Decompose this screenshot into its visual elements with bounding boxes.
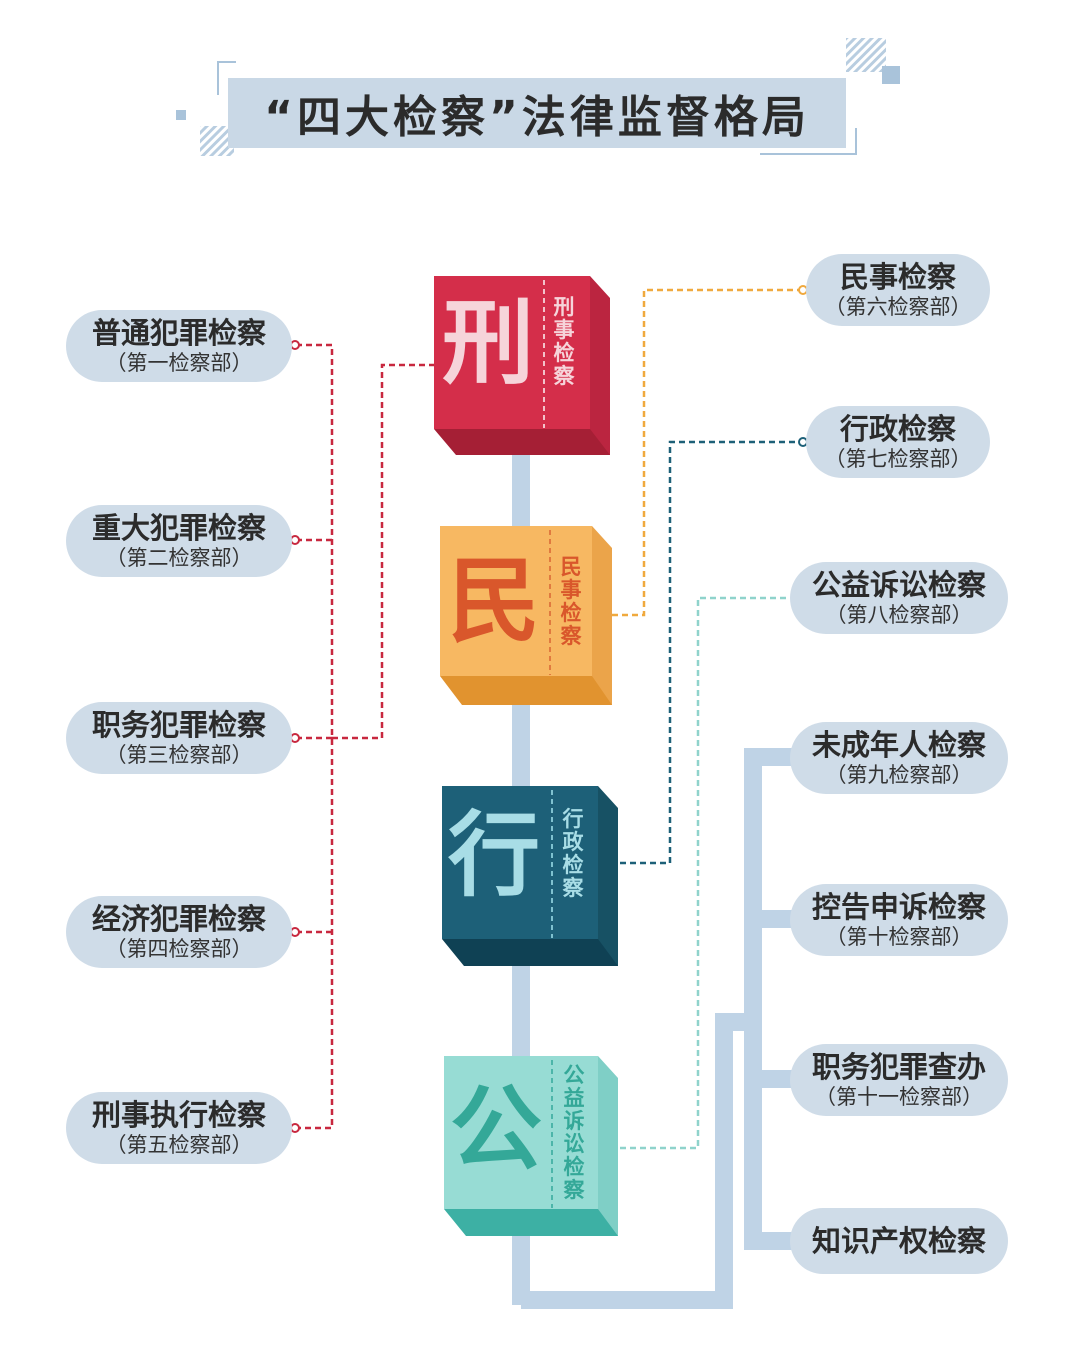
left-item-dept: （第二检察部） bbox=[105, 545, 253, 570]
left-item-title: 职务犯罪检察 bbox=[91, 707, 266, 742]
right-item-title: 知识产权检察 bbox=[811, 1224, 986, 1258]
left-item-5: 刑事执行检察 （第五检察部） bbox=[66, 1092, 292, 1164]
left-item-1: 普通犯罪检察 （第一检察部） bbox=[66, 310, 292, 382]
right-item-title: 职务犯罪查办 bbox=[811, 1049, 986, 1084]
left-item-dept: （第三检察部） bbox=[105, 742, 253, 767]
right-item-10: 控告申诉检察 （第十检察部） bbox=[790, 884, 1008, 956]
right-item-dept: （第七检察部） bbox=[824, 446, 972, 471]
block-char-public: 公 bbox=[450, 1076, 543, 1183]
right-item-dept: （第十一检察部） bbox=[815, 1084, 983, 1109]
left-item-3: 职务犯罪检察 （第三检察部） bbox=[66, 702, 292, 774]
left-item-dept: （第五检察部） bbox=[105, 1132, 253, 1157]
block-char-civil: 民 bbox=[448, 548, 541, 655]
block-admin bbox=[442, 786, 618, 966]
civil-connector bbox=[612, 288, 802, 617]
block-char-criminal: 刑 bbox=[442, 290, 535, 397]
block-public bbox=[444, 1056, 618, 1236]
right-item-title: 公益诉讼检察 bbox=[811, 567, 986, 602]
right-item-title: 民事检察 bbox=[839, 259, 956, 294]
right-item-9: 未成年人检察 （第九检察部） bbox=[790, 722, 1008, 794]
right-item-title: 行政检察 bbox=[839, 411, 956, 446]
block-label-criminal: 刑事检察 bbox=[553, 295, 575, 388]
left-item-title: 刑事执行检察 bbox=[91, 1097, 266, 1132]
page-title: “四大检察”法律监督格局 bbox=[228, 78, 846, 148]
left-item-title: 经济犯罪检察 bbox=[91, 901, 266, 936]
admin-connector bbox=[620, 440, 802, 865]
block-char-admin: 行 bbox=[448, 802, 541, 909]
right-item-ip: 知识产权检察 bbox=[790, 1208, 1008, 1274]
right-item-title: 控告申诉检察 bbox=[811, 889, 986, 924]
right-item-dept: （第十检察部） bbox=[825, 924, 973, 949]
left-item-4: 经济犯罪检察 （第四检察部） bbox=[66, 896, 292, 968]
left-item-dept: （第一检察部） bbox=[105, 350, 253, 375]
right-item-dept: （第八检察部） bbox=[825, 602, 973, 627]
criminal-connector bbox=[296, 343, 436, 1130]
left-item-title: 重大犯罪检察 bbox=[91, 510, 266, 545]
left-item-title: 普通犯罪检察 bbox=[91, 315, 266, 350]
block-label-admin: 行政检察 bbox=[562, 807, 584, 900]
bottom-connector bbox=[521, 1013, 752, 1309]
left-item-2: 重大犯罪检察 （第二检察部） bbox=[66, 505, 292, 577]
right-item-7: 行政检察 （第七检察部） bbox=[806, 406, 990, 478]
right-item-8: 公益诉讼检察 （第八检察部） bbox=[790, 562, 1008, 634]
right-bracket bbox=[744, 748, 762, 1248]
block-civil bbox=[440, 526, 612, 705]
block-label-public: 公益诉讼检察 bbox=[563, 1063, 585, 1202]
left-item-dept: （第四检察部） bbox=[105, 936, 253, 961]
right-item-dept: （第六检察部） bbox=[824, 294, 972, 319]
block-label-civil: 民事检察 bbox=[560, 555, 582, 648]
block-criminal bbox=[434, 276, 610, 455]
right-item-dept: （第九检察部） bbox=[825, 762, 973, 787]
right-item-6: 民事检察 （第六检察部） bbox=[806, 254, 990, 326]
right-item-title: 未成年人检察 bbox=[811, 727, 986, 762]
right-item-11: 职务犯罪查办 （第十一检察部） bbox=[790, 1044, 1008, 1116]
public-connector bbox=[620, 596, 790, 1150]
